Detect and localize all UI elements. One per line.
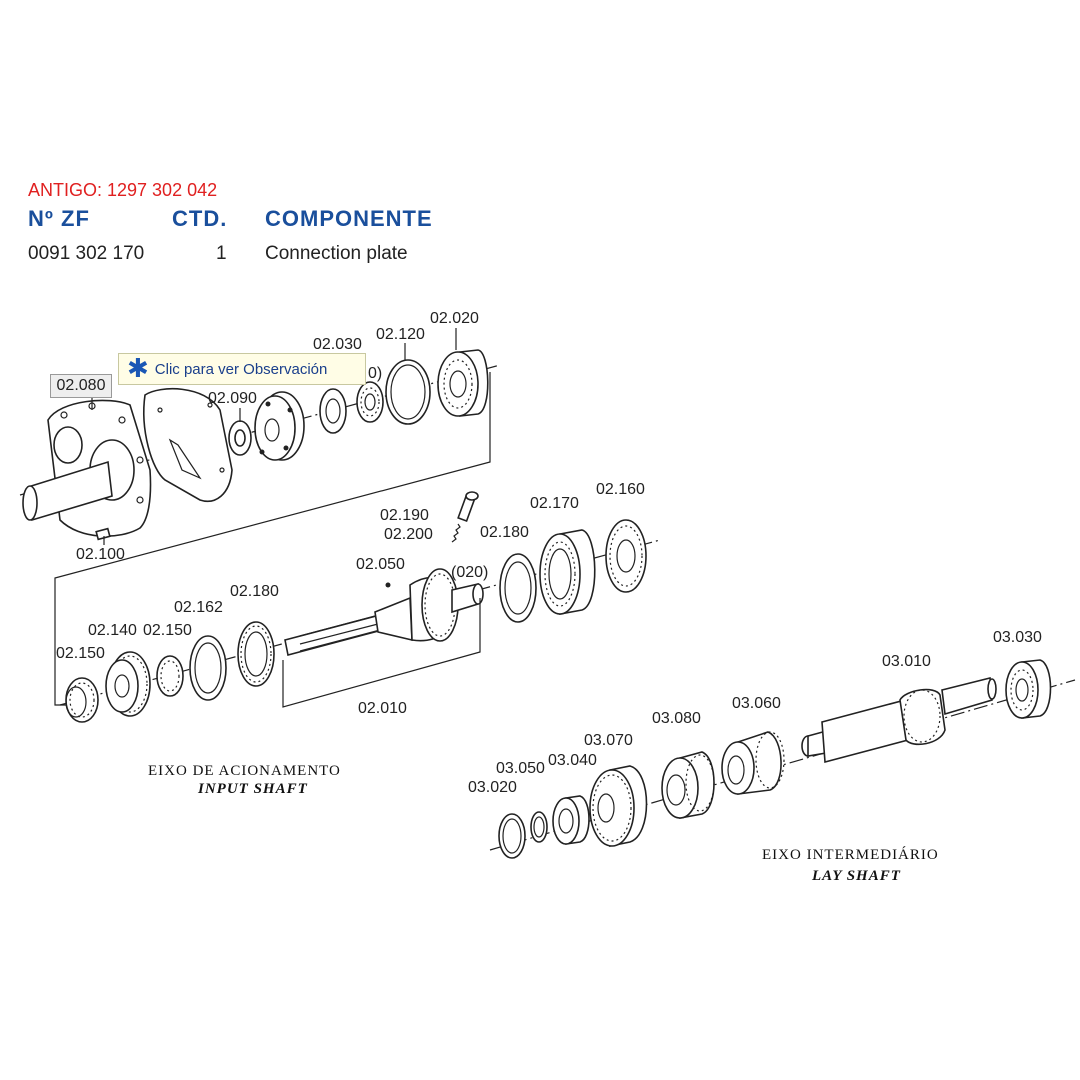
callout-02150-right[interactable]: 02.150: [143, 622, 192, 639]
sliding-sleeve-02170-part[interactable]: [539, 529, 596, 615]
bearing-cover-part[interactable]: [254, 391, 305, 461]
ball-02050-part[interactable]: [385, 582, 391, 588]
input-shaft-caption-pt: EIXO DE ACIONAMENTO: [148, 763, 341, 779]
observation-tooltip[interactable]: ✱ Clic para ver Observación: [118, 353, 366, 385]
callout-02180-upper[interactable]: 02.180: [480, 524, 529, 541]
old-part-number: ANTIGO: 1297 302 042: [28, 180, 218, 200]
callout-fragment[interactable]: 0): [368, 365, 382, 382]
sync-ring-02162-part[interactable]: [189, 635, 227, 701]
quantity-value: 1: [216, 243, 227, 264]
bearing-03030-part[interactable]: [1005, 659, 1052, 719]
callout-03080[interactable]: 03.080: [652, 710, 701, 727]
gear-03060-part[interactable]: [721, 731, 785, 795]
part-number-value: 0091 302 170: [28, 243, 145, 264]
seal-ring-part[interactable]: [228, 420, 252, 456]
callout-03070[interactable]: 03.070: [584, 732, 633, 749]
callout-02150-left[interactable]: 02.150: [56, 645, 105, 662]
input-shaft-caption-en: INPUT SHAFT: [197, 781, 308, 797]
callout-02020[interactable]: 02.020: [430, 310, 479, 327]
connection-plate-part[interactable]: [22, 399, 152, 537]
gear-03070-part[interactable]: [589, 765, 648, 847]
callout-02162[interactable]: 02.162: [174, 599, 223, 616]
sync-hub-02160-part[interactable]: [605, 519, 647, 593]
gear-03080-part[interactable]: [661, 751, 715, 819]
callout-020[interactable]: (020): [451, 564, 488, 581]
callout-02010[interactable]: 02.010: [358, 700, 407, 717]
shaft-bracket-line: [282, 598, 481, 708]
callout-03020[interactable]: 03.020: [468, 779, 517, 796]
gasket-part[interactable]: [143, 387, 233, 502]
callout-02160[interactable]: 02.160: [596, 481, 645, 498]
needle-bearing-02150b-part[interactable]: [156, 655, 184, 697]
lay-shaft-caption-en: LAY SHAFT: [811, 868, 901, 884]
small-bearing-part[interactable]: [356, 381, 384, 423]
callout-02190[interactable]: 02.190: [380, 507, 429, 524]
snap-ring-03020-part[interactable]: [498, 813, 526, 859]
needle-bearing-02150a-part[interactable]: [65, 677, 99, 723]
input-shaft-02010-part[interactable]: [284, 568, 484, 656]
callout-02200[interactable]: 02.200: [384, 526, 433, 543]
tooltip-text: Clic para ver Observación: [154, 360, 328, 378]
ball-bearing-02020-part[interactable]: [437, 349, 489, 417]
callout-03050[interactable]: 03.050: [496, 760, 545, 777]
snap-ring-02120-part[interactable]: [385, 359, 431, 425]
callout-02170[interactable]: 02.170: [530, 495, 579, 512]
lay-shaft-caption-pt: EIXO INTERMEDIÁRIO: [762, 846, 939, 863]
callout-02100[interactable]: 02.100: [76, 546, 125, 563]
callout-02120[interactable]: 02.120: [376, 326, 425, 343]
asterisk-icon: ✱: [127, 354, 149, 384]
component-name-value: Connection plate: [265, 243, 408, 264]
column-header-qty: CTD.: [172, 206, 228, 231]
bearing-03040-part[interactable]: [552, 795, 590, 845]
callout-02080-highlighted[interactable]: 02.080: [50, 374, 112, 398]
seal-02030-part[interactable]: [319, 388, 347, 434]
spring-02200-part[interactable]: [451, 523, 461, 543]
screw-02100-part[interactable]: [95, 527, 111, 545]
sync-ring-02180b-part[interactable]: [237, 621, 275, 687]
column-header-component: COMPONENTE: [265, 206, 433, 231]
gear-02140-part[interactable]: [105, 651, 151, 717]
lay-shaft-03010-part[interactable]: [801, 676, 997, 764]
callout-02090[interactable]: 02.090: [208, 390, 257, 407]
callout-02180-lower[interactable]: 02.180: [230, 583, 279, 600]
pin-02190-part[interactable]: [457, 491, 479, 523]
column-header-zf: Nº ZF: [28, 206, 90, 231]
callout-02050[interactable]: 02.050: [356, 556, 405, 573]
ring-03050-part[interactable]: [530, 811, 548, 843]
callout-02140[interactable]: 02.140: [88, 622, 137, 639]
callout-03060[interactable]: 03.060: [732, 695, 781, 712]
sync-ring-02180a-part[interactable]: [499, 553, 537, 623]
callout-03040[interactable]: 03.040: [548, 752, 597, 769]
callout-02030[interactable]: 02.030: [313, 336, 362, 353]
callout-03010[interactable]: 03.010: [882, 653, 931, 670]
callout-03030[interactable]: 03.030: [993, 629, 1042, 646]
